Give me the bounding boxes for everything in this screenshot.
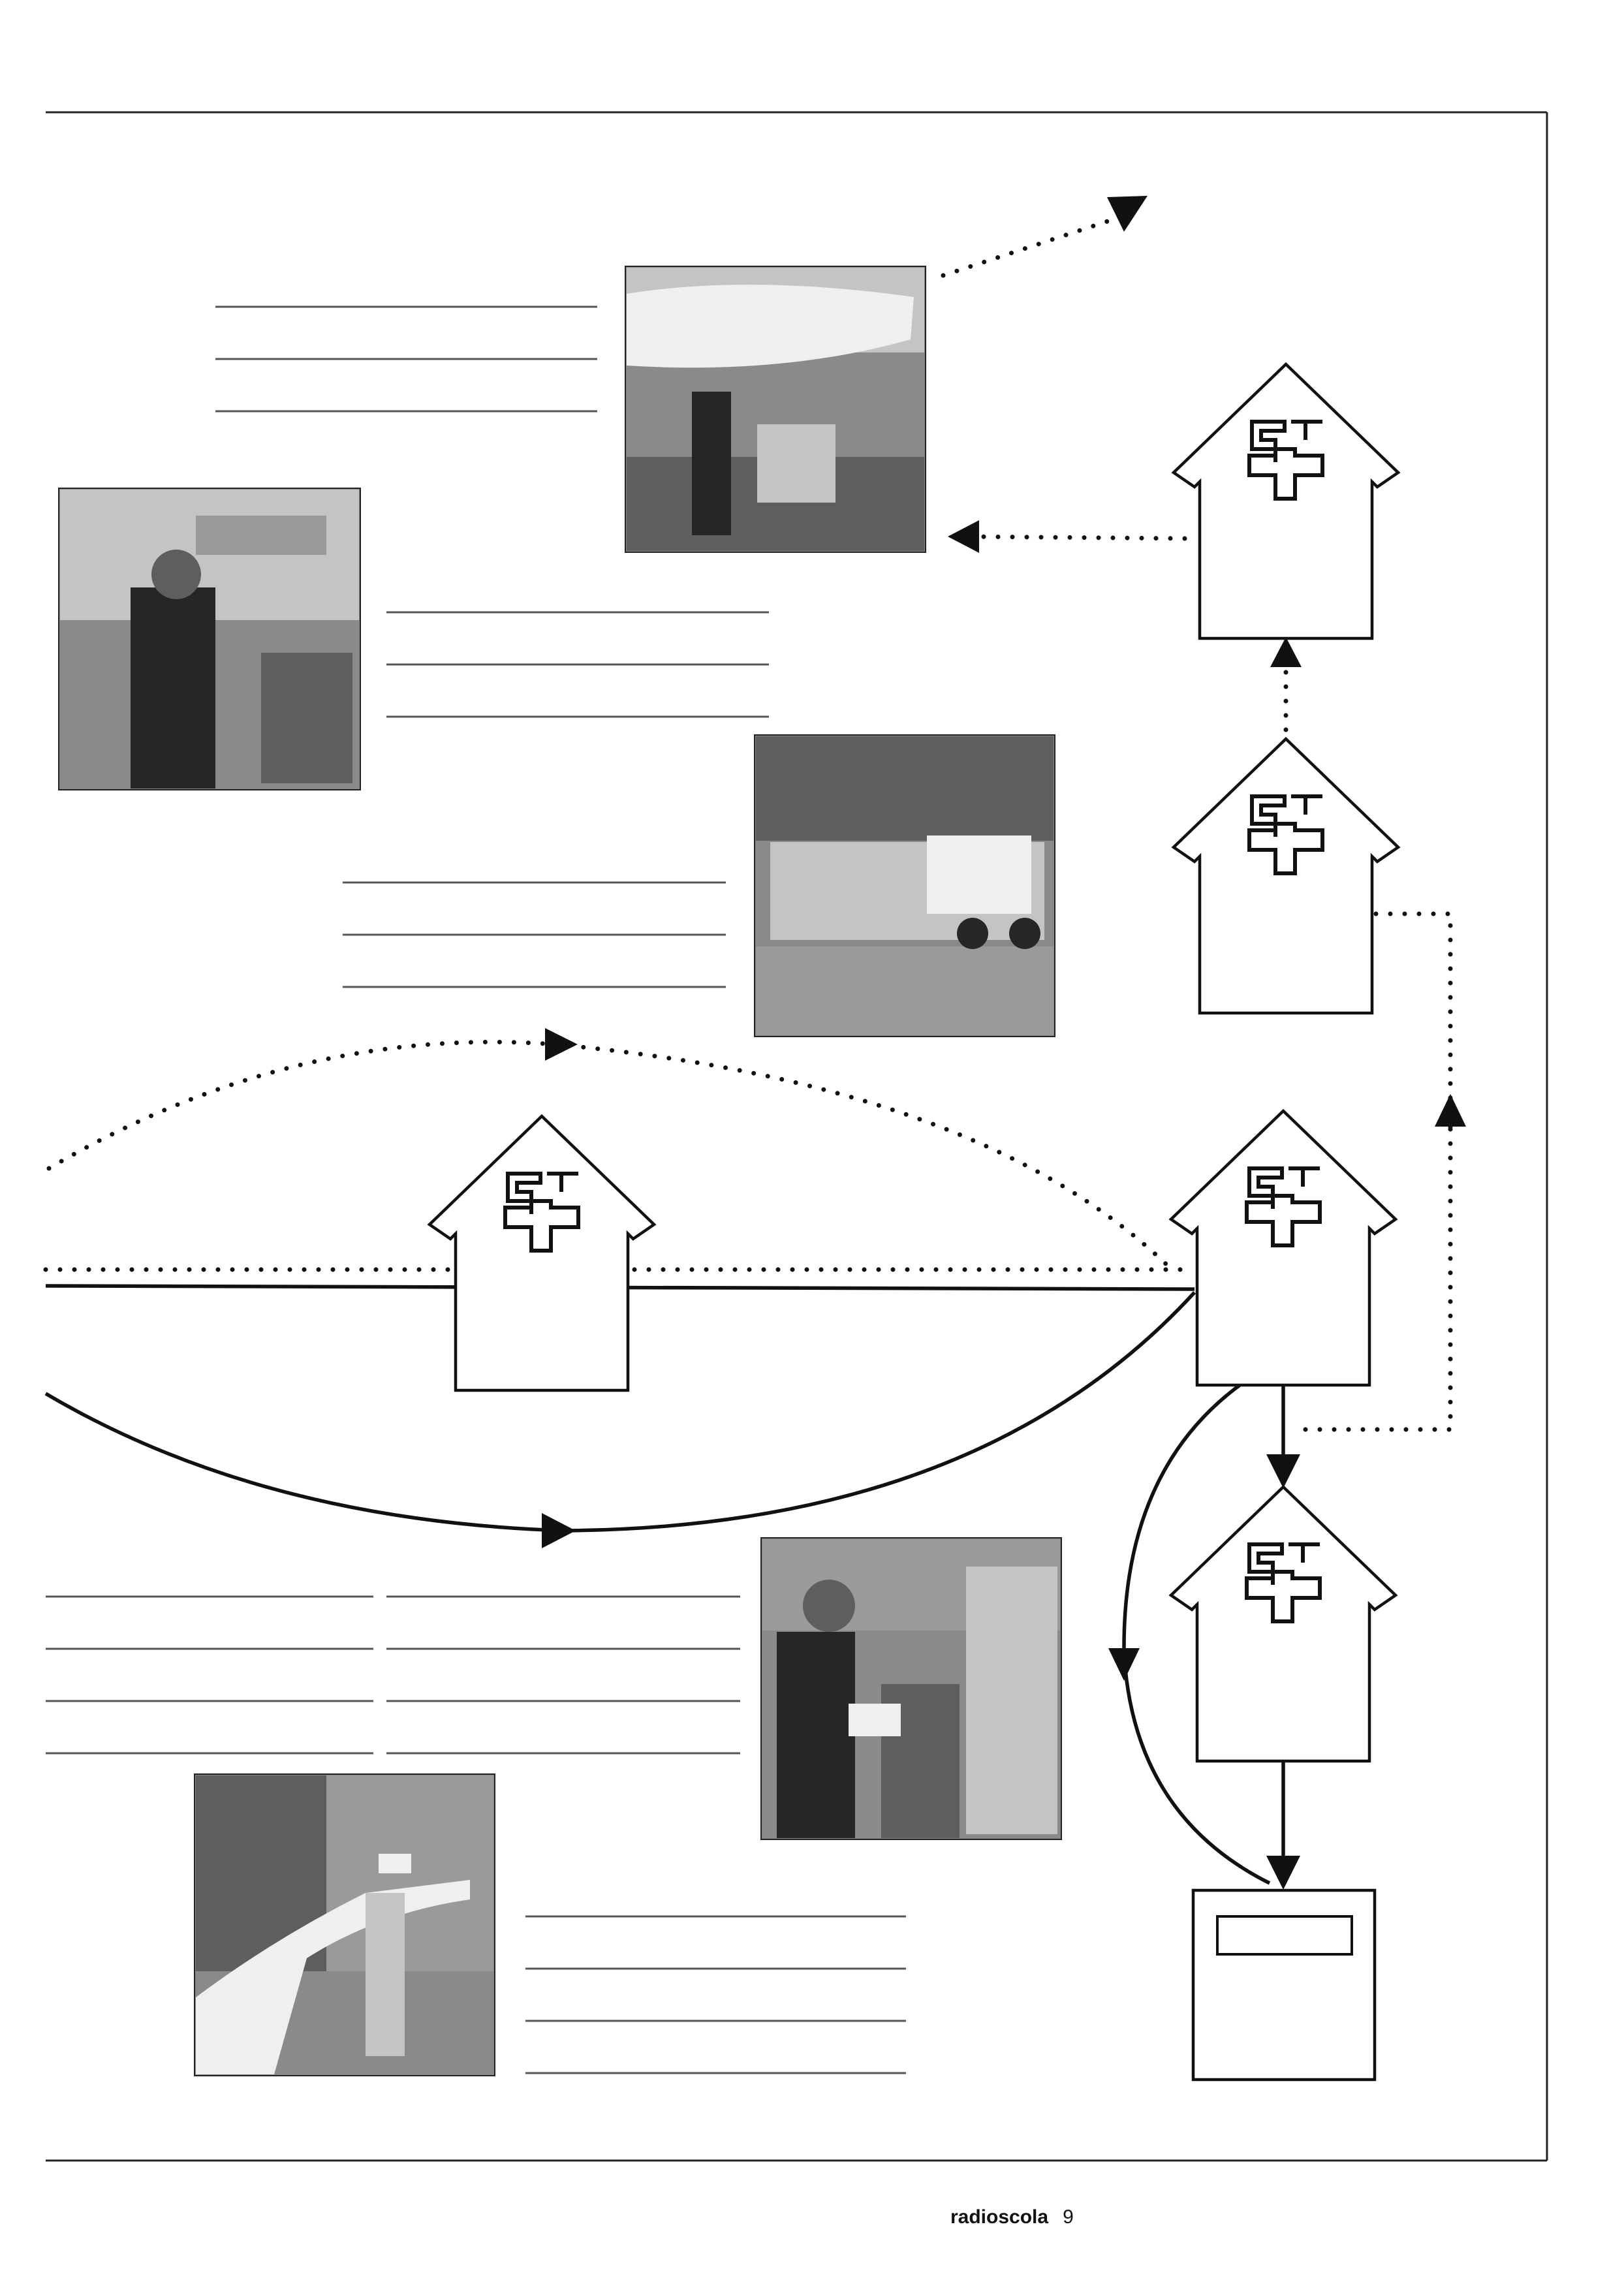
photo-mail-sorting-worker	[58, 488, 361, 790]
ptt-cross-logo-icon	[1245, 1542, 1322, 1623]
ptt-post-office-house-icon	[427, 1114, 657, 1392]
arrow-up-icon	[1270, 637, 1302, 667]
photo-railway-mail-trolley	[754, 734, 1055, 1037]
photo-bus-driver-and-postman	[760, 1537, 1062, 1840]
arrow-down-icon	[1266, 1454, 1300, 1488]
ptt-cross-logo-icon	[1247, 420, 1324, 501]
page-footer: radioscola 9	[950, 2206, 1074, 2228]
photo-mountain-road-postbus	[194, 1773, 495, 2076]
house-outline	[427, 1114, 657, 1392]
arrow-right-icon	[542, 1513, 576, 1548]
house-outline	[1171, 736, 1401, 1015]
ptt-post-office-house-icon	[1168, 1108, 1398, 1387]
page-number: 9	[1063, 2206, 1074, 2228]
mailbox-icon	[1191, 1888, 1377, 2082]
arrow-down-icon	[1108, 1648, 1140, 1681]
arrow-right-icon	[545, 1028, 578, 1061]
ptt-post-office-house-icon	[1171, 736, 1401, 1015]
answer-lines-group-3[interactable]	[343, 881, 726, 988]
arrow-up-icon	[1435, 1094, 1466, 1127]
page-frame	[46, 111, 1548, 2162]
answer-lines-group-2[interactable]	[386, 611, 769, 718]
publication-name: radioscola	[950, 2206, 1049, 2228]
answer-lines-group-1[interactable]	[215, 305, 597, 413]
photo-airplane-cargo-loading	[625, 266, 926, 553]
house-outline	[1171, 362, 1401, 640]
answer-lines-group-6[interactable]	[525, 1915, 906, 2074]
answer-lines-group-5[interactable]	[386, 1595, 740, 1755]
flow-arrowheads	[542, 196, 1466, 1890]
ptt-cross-logo-icon	[1245, 1166, 1322, 1247]
arrow-up-right-icon	[1107, 196, 1148, 232]
arrow-left-icon	[948, 520, 979, 553]
house-outline	[1168, 1484, 1398, 1763]
ptt-post-office-house-icon	[1171, 362, 1401, 640]
ptt-cross-logo-icon	[1247, 794, 1324, 875]
ptt-post-office-house-icon	[1168, 1484, 1398, 1763]
answer-lines-group-4[interactable]	[46, 1595, 373, 1755]
ptt-cross-logo-icon	[503, 1172, 580, 1253]
house-outline	[1168, 1108, 1398, 1387]
arrow-down-icon	[1266, 1856, 1300, 1890]
